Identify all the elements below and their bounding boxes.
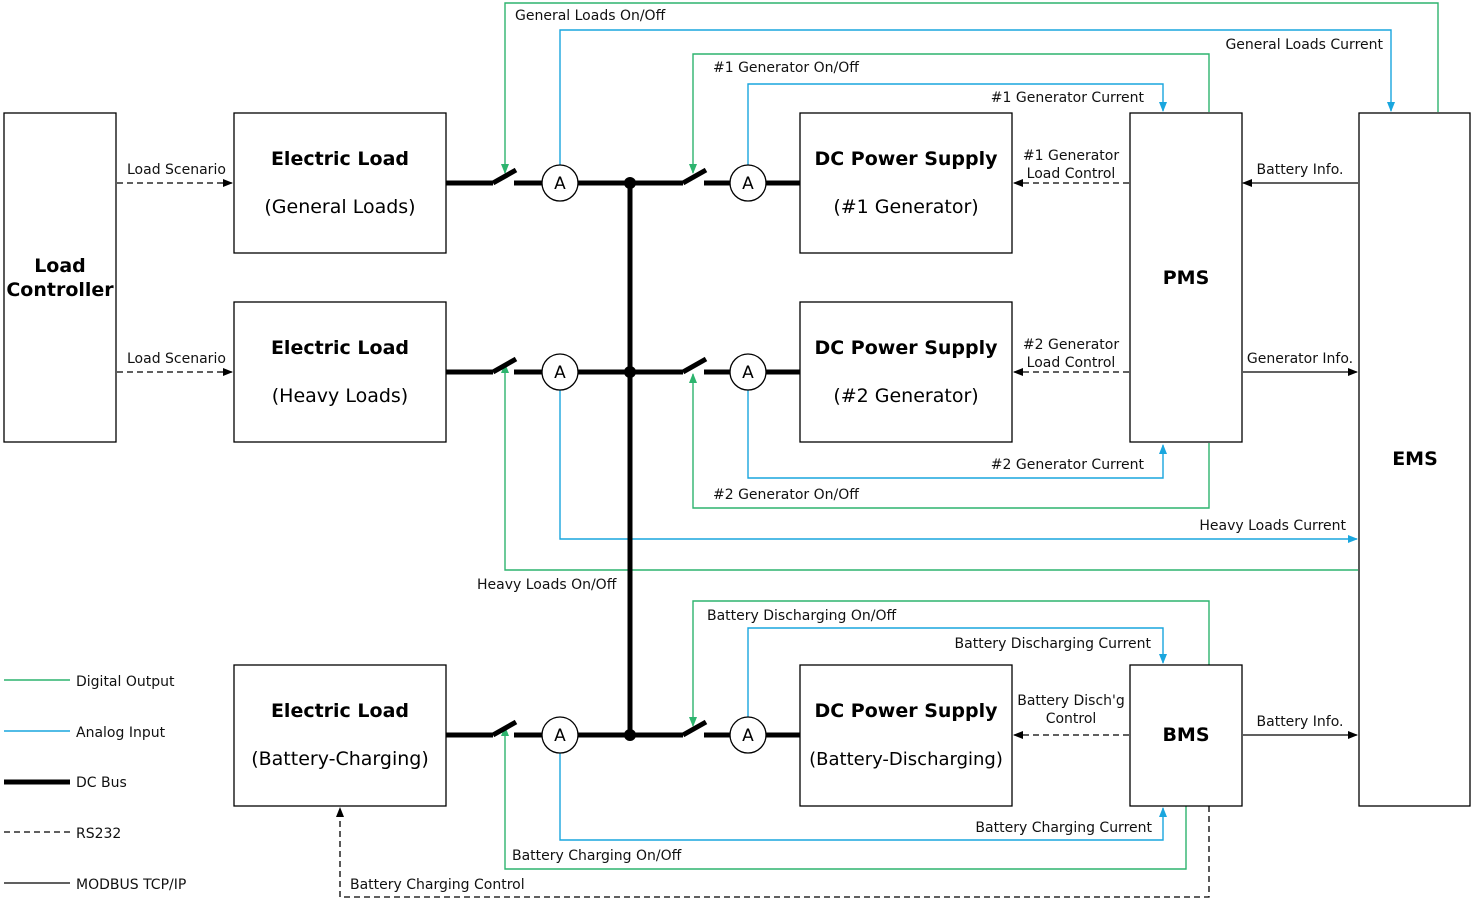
block-title: Electric Load — [271, 337, 409, 359]
block-title: DC Power Supply — [814, 148, 998, 170]
legend-label: DC Bus — [76, 775, 127, 791]
gen2-ctrl-label-1: #2 Generator — [1023, 337, 1119, 353]
legend-item-digital-output: Digital Output — [4, 674, 175, 690]
batt-disch-ctrl-label-1: Battery Disch'g — [1017, 693, 1125, 709]
block-title: Electric Load — [271, 700, 409, 722]
ammeter-symbol: A — [554, 726, 566, 746]
gen1-current-label: #1 Generator Current — [991, 90, 1145, 106]
general-current-line — [559, 29, 1395, 166]
legend-label: Analog Input — [76, 725, 166, 741]
ammeter-symbol: A — [742, 363, 754, 383]
block-subtitle: (#1 Generator) — [833, 196, 978, 218]
block-subtitle: (Battery-Discharging) — [809, 749, 1003, 770]
load-controller-title-2: Controller — [6, 279, 114, 301]
gen2-ctrl-label-2: Load Control — [1027, 355, 1116, 371]
batt-chg-onoff-label: Battery Charging On/Off — [512, 848, 682, 864]
heavy-current-line — [559, 389, 1358, 543]
gen2-onoff-label: #2 Generator On/Off — [713, 487, 859, 503]
legend-label: Digital Output — [76, 674, 175, 690]
gen1-onoff-label: #1 Generator On/Off — [713, 60, 859, 76]
legend-item-modbus: MODBUS TCP/IP — [4, 877, 186, 893]
ammeter-symbol: A — [554, 363, 566, 383]
legend-item-dc-bus: DC Bus — [4, 775, 127, 791]
gen1-current-line — [747, 83, 1167, 166]
block-bms: BMS — [1129, 664, 1243, 807]
ammeter-general: A — [541, 164, 579, 202]
gen2-onoff-line — [689, 373, 1210, 509]
load-controller-title-1: Load — [34, 255, 86, 277]
block-load-controller: Load Controller — [3, 112, 117, 443]
batt-chg-onoff-line — [501, 726, 1187, 870]
block-title: DC Power Supply — [814, 700, 998, 722]
legend-item-analog-input: Analog Input — [4, 725, 166, 741]
batt-dis-current-line — [747, 627, 1167, 718]
gen1-onoff-line — [689, 53, 1210, 174]
ammeters: A A A A A A — [541, 164, 767, 754]
batt-dis-onoff-line — [689, 600, 1210, 727]
block-dc-supply-gen1: DC Power Supply (#1 Generator) — [799, 112, 1013, 254]
block-electric-load-general: Electric Load (General Loads) — [233, 112, 447, 254]
signal-labels: Load Scenario Load Scenario General Load… — [127, 8, 1383, 893]
ammeter-heavy: A — [541, 353, 579, 391]
block-title: DC Power Supply — [814, 337, 998, 359]
batt-chg-control-label: Battery Charging Control — [350, 877, 525, 893]
block-pms: PMS — [1129, 112, 1243, 443]
load-scenario-label: Load Scenario — [127, 351, 226, 367]
pms-title: PMS — [1163, 267, 1210, 289]
load-scenario-label: Load Scenario — [127, 162, 226, 178]
gen1-ctrl-label-2: Load Control — [1027, 166, 1116, 182]
ammeter-symbol: A — [554, 174, 566, 194]
legend-label: RS232 — [76, 826, 121, 842]
batt-disch-ctrl-label-2: Control — [1046, 711, 1097, 727]
batt-chg-current-label: Battery Charging Current — [975, 820, 1152, 836]
dc-bus — [446, 167, 800, 741]
batt-dis-current-label: Battery Discharging Current — [955, 636, 1152, 652]
heavy-onoff-label: Heavy Loads On/Off — [477, 577, 617, 593]
block-dc-supply-battery: DC Power Supply (Battery-Discharging) — [799, 664, 1013, 807]
gen2-current-line — [747, 389, 1167, 479]
general-current-label: General Loads Current — [1225, 37, 1383, 53]
gen2-current-label: #2 Generator Current — [991, 457, 1145, 473]
bms-title: BMS — [1162, 724, 1209, 746]
batt-chg-current-line — [559, 752, 1167, 841]
block-electric-load-battery: Electric Load (Battery-Charging) — [233, 664, 447, 807]
gen1-ctrl-label-1: #1 Generator — [1023, 148, 1119, 164]
block-title: Electric Load — [271, 148, 409, 170]
block-subtitle: (#2 Generator) — [833, 385, 978, 407]
battery-info-label: Battery Info. — [1257, 714, 1344, 730]
general-onoff-line — [501, 2, 1439, 174]
signal-lines — [117, 2, 1439, 898]
block-subtitle: (Heavy Loads) — [272, 385, 408, 407]
generator-info-label: Generator Info. — [1247, 351, 1353, 367]
battery-info-label: Battery Info. — [1257, 162, 1344, 178]
heavy-onoff-line — [501, 363, 1358, 571]
heavy-current-label: Heavy Loads Current — [1199, 518, 1346, 534]
ammeter-battery-discharging: A — [729, 716, 767, 754]
batt-chg-control-line — [336, 806, 1210, 898]
batt-dis-onoff-label: Battery Discharging On/Off — [707, 608, 897, 624]
block-subtitle: (General Loads) — [264, 196, 415, 218]
ammeter-symbol: A — [742, 174, 754, 194]
ammeter-gen2: A — [729, 353, 767, 391]
general-onoff-label: General Loads On/Off — [515, 8, 666, 24]
legend: Digital Output Analog Input DC Bus RS232… — [4, 674, 186, 893]
ammeter-battery-charging: A — [541, 716, 579, 754]
legend-item-rs232: RS232 — [4, 826, 121, 842]
ammeter-gen1: A — [729, 164, 767, 202]
ems-title: EMS — [1392, 448, 1438, 470]
legend-label: MODBUS TCP/IP — [76, 877, 186, 893]
ammeter-symbol: A — [742, 726, 754, 746]
block-subtitle: (Battery-Charging) — [251, 748, 429, 770]
block-electric-load-heavy: Electric Load (Heavy Loads) — [233, 301, 447, 443]
block-dc-supply-gen2: DC Power Supply (#2 Generator) — [799, 301, 1013, 443]
block-ems: EMS — [1358, 112, 1471, 807]
